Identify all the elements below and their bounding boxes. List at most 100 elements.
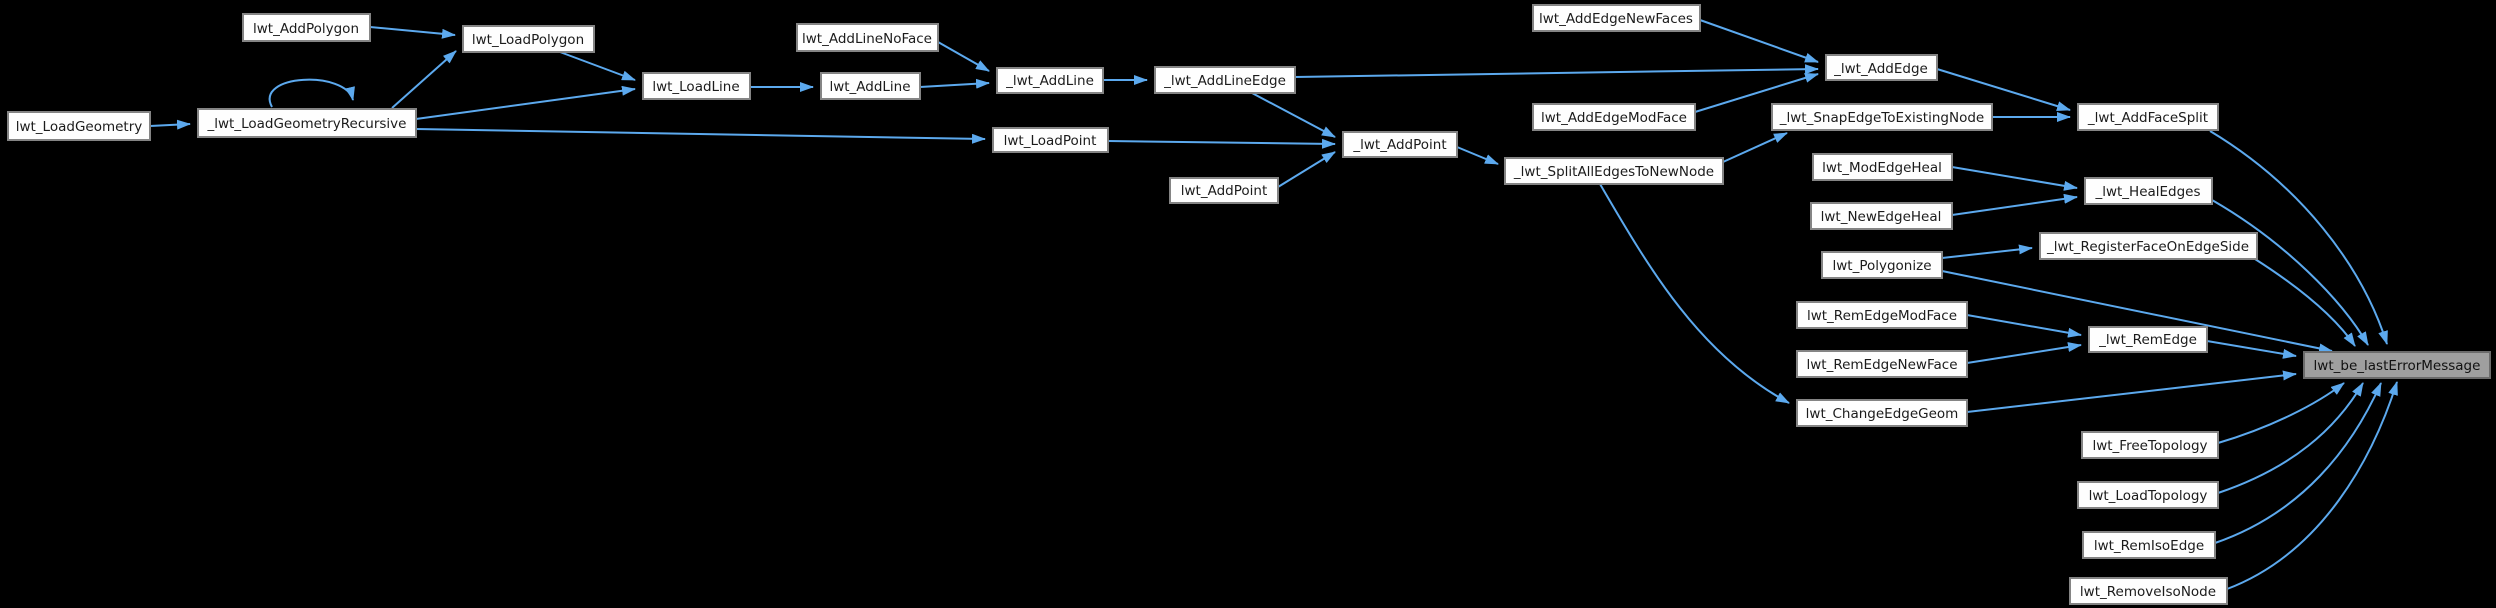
call-edge bbox=[1294, 64, 1819, 78]
call-edge bbox=[1599, 183, 1790, 404]
svg-text:lwt_AddEdgeModFace: lwt_AddEdgeModFace bbox=[1541, 110, 1687, 126]
svg-text:_lwt_AddLine: _lwt_AddLine bbox=[1005, 73, 1094, 89]
svg-text:lwt_ModEdgeHeal: lwt_ModEdgeHeal bbox=[1822, 160, 1942, 176]
node-lwt-snapedgetoexistingnode[interactable]: _lwt_SnapEdgeToExistingNode bbox=[1771, 103, 1993, 131]
call-edge bbox=[2209, 130, 2388, 345]
svg-text:_lwt_AddFaceSplit: _lwt_AddFaceSplit bbox=[2087, 110, 2208, 126]
graph-nodes: lwt_LoadGeometry _lwt_LoadGeometryRecurs… bbox=[7, 4, 2491, 605]
svg-text:lwt_ChangeEdgeGeom: lwt_ChangeEdgeGeom bbox=[1806, 406, 1959, 422]
call-edge bbox=[149, 119, 191, 130]
call-edge bbox=[1941, 270, 2333, 354]
call-edge bbox=[1951, 166, 2078, 191]
svg-text:lwt_NewEdgeHeal: lwt_NewEdgeHeal bbox=[1821, 209, 1942, 225]
svg-text:lwt_be_lastErrorMessage: lwt_be_lastErrorMessage bbox=[2314, 358, 2481, 374]
graph-edges bbox=[149, 19, 2398, 590]
node-lwt-addpolygon[interactable]: lwt_AddPolygon bbox=[242, 13, 371, 42]
svg-text:lwt_AddPolygon: lwt_AddPolygon bbox=[253, 21, 359, 37]
call-edge bbox=[2217, 382, 2345, 444]
svg-text:_lwt_SnapEdgeToExistingNode: _lwt_SnapEdgeToExistingNode bbox=[1779, 110, 1984, 126]
svg-text:lwt_AddEdgeNewFaces: lwt_AddEdgeNewFaces bbox=[1539, 11, 1693, 27]
node-lwt-loadpolygon[interactable]: lwt_LoadPolygon bbox=[462, 25, 595, 53]
node-lwt-addedge-internal[interactable]: _lwt_AddEdge bbox=[1825, 54, 1938, 81]
svg-text:_lwt_AddPoint: _lwt_AddPoint bbox=[1352, 137, 1446, 153]
node-lwt-healedges[interactable]: _lwt_HealEdges bbox=[2084, 177, 2213, 205]
node-lwt-remedgenewface[interactable]: lwt_RemEdgeNewFace bbox=[1796, 350, 1968, 378]
node-lwt-modedgeheal[interactable]: lwt_ModEdgeHeal bbox=[1812, 153, 1953, 181]
svg-text:_lwt_RegisterFaceOnEdgeSide: _lwt_RegisterFaceOnEdgeSide bbox=[2046, 239, 2249, 255]
node-lwt-addpoint[interactable]: lwt_AddPoint bbox=[1169, 177, 1279, 204]
node-lwt-remedge-internal[interactable]: _lwt_RemEdge bbox=[2088, 326, 2208, 353]
node-lwt-splitalledgestonewnode[interactable]: _lwt_SplitAllEdgesToNewNode bbox=[1504, 157, 1724, 185]
svg-text:_lwt_SplitAllEdgesToNewNode: _lwt_SplitAllEdgesToNewNode bbox=[1513, 164, 1714, 180]
node-lwt-loadgeometryrecursive[interactable]: _lwt_LoadGeometryRecursive bbox=[197, 108, 417, 138]
node-lwt-removeisonode[interactable]: lwt_RemoveIsoNode bbox=[2069, 577, 2228, 605]
call-edge bbox=[1694, 73, 1819, 113]
call-edge bbox=[1936, 68, 2071, 111]
node-lwt-addfacesplit[interactable]: _lwt_AddFaceSplit bbox=[2077, 103, 2219, 131]
svg-text:lwt_RemEdgeNewFace: lwt_RemEdgeNewFace bbox=[1806, 357, 1957, 373]
node-lwt-changeedgegeom[interactable]: lwt_ChangeEdgeGeom bbox=[1796, 399, 1968, 427]
node-lwt-addlineedge[interactable]: _lwt_AddLineEdge bbox=[1154, 66, 1296, 94]
call-edge bbox=[1277, 151, 1336, 188]
svg-text:lwt_LoadPoint: lwt_LoadPoint bbox=[1004, 133, 1097, 149]
call-edge bbox=[1966, 314, 2082, 338]
node-lwt-registerfaceonedgeside[interactable]: _lwt_RegisterFaceOnEdgeSide bbox=[2039, 232, 2258, 260]
call-edge bbox=[937, 41, 990, 72]
svg-text:_lwt_AddLineEdge: _lwt_AddLineEdge bbox=[1163, 73, 1286, 89]
call-edge bbox=[369, 26, 456, 39]
node-lwt-addedgenewfaces[interactable]: lwt_AddEdgeNewFaces bbox=[1532, 4, 1701, 32]
node-lwt-addlinenoface[interactable]: lwt_AddLineNoFace bbox=[796, 23, 939, 52]
call-edge bbox=[1251, 92, 1336, 138]
call-edge bbox=[415, 85, 636, 120]
node-lwt-loadpoint[interactable]: lwt_LoadPoint bbox=[992, 127, 1109, 153]
node-lwt-addline-internal[interactable]: _lwt_AddLine bbox=[996, 67, 1104, 94]
call-edge bbox=[1699, 19, 1819, 63]
call-edge bbox=[1941, 244, 2033, 259]
call-edge bbox=[1456, 146, 1499, 165]
svg-text:lwt_RemoveIsoNode: lwt_RemoveIsoNode bbox=[2080, 584, 2216, 600]
svg-text:lwt_AddPoint: lwt_AddPoint bbox=[1181, 183, 1268, 199]
call-edge bbox=[2254, 258, 2356, 347]
call-edge bbox=[1722, 132, 1788, 163]
call-edge bbox=[415, 128, 986, 144]
node-lwt-addpoint-internal[interactable]: _lwt_AddPoint bbox=[1342, 131, 1458, 158]
node-lwt-addedgemodface[interactable]: lwt_AddEdgeModFace bbox=[1532, 103, 1696, 131]
call-edge bbox=[2214, 382, 2382, 544]
svg-text:lwt_FreeTopology: lwt_FreeTopology bbox=[2092, 438, 2207, 454]
call-edge bbox=[2217, 382, 2364, 494]
call-edge bbox=[1107, 138, 1336, 149]
node-lwt-loadtopology[interactable]: lwt_LoadTopology bbox=[2077, 481, 2219, 509]
node-lwt-freetopology[interactable]: lwt_FreeTopology bbox=[2081, 431, 2219, 459]
node-lwt-loadgeometry[interactable]: lwt_LoadGeometry bbox=[7, 111, 151, 141]
svg-text:lwt_RemIsoEdge: lwt_RemIsoEdge bbox=[2094, 538, 2204, 554]
node-lwt-remisoedge[interactable]: lwt_RemIsoEdge bbox=[2082, 531, 2216, 559]
svg-text:lwt_LoadGeometry: lwt_LoadGeometry bbox=[16, 119, 143, 135]
node-lwt-addline[interactable]: lwt_AddLine bbox=[820, 72, 921, 100]
svg-text:lwt_LoadTopology: lwt_LoadTopology bbox=[2089, 488, 2208, 504]
node-lwt-remedgemodface[interactable]: lwt_RemEdgeModFace bbox=[1796, 301, 1968, 329]
svg-text:lwt_RemEdgeModFace: lwt_RemEdgeModFace bbox=[1807, 308, 1957, 324]
svg-text:_lwt_HealEdges: _lwt_HealEdges bbox=[2094, 184, 2200, 200]
call-edge bbox=[559, 51, 636, 81]
svg-text:_lwt_AddEdge: _lwt_AddEdge bbox=[1833, 61, 1928, 77]
svg-text:lwt_LoadPolygon: lwt_LoadPolygon bbox=[472, 32, 584, 48]
call-edge bbox=[2226, 381, 2398, 590]
call-edge-self-loop bbox=[268, 78, 355, 108]
svg-text:lwt_AddLineNoFace: lwt_AddLineNoFace bbox=[802, 31, 932, 47]
svg-text:lwt_Polygonize: lwt_Polygonize bbox=[1832, 258, 1931, 274]
call-edge bbox=[2211, 199, 2369, 346]
call-edge bbox=[391, 50, 457, 109]
node-lwt-newedgeheal[interactable]: lwt_NewEdgeHeal bbox=[1810, 202, 1953, 230]
node-lwt-be-lasterrormessage-highlighted[interactable]: lwt_be_lastErrorMessage bbox=[2303, 351, 2491, 379]
call-edge bbox=[1966, 370, 2297, 413]
svg-text:_lwt_LoadGeometryRecursive: _lwt_LoadGeometryRecursive bbox=[207, 116, 407, 132]
call-edge bbox=[1951, 193, 2078, 216]
node-lwt-polygonize[interactable]: lwt_Polygonize bbox=[1821, 251, 1943, 279]
call-edge bbox=[1966, 342, 2082, 364]
svg-text:lwt_AddLine: lwt_AddLine bbox=[829, 79, 910, 95]
svg-text:lwt_LoadLine: lwt_LoadLine bbox=[652, 79, 739, 95]
svg-text:_lwt_RemEdge: _lwt_RemEdge bbox=[2098, 332, 2197, 348]
node-lwt-loadline[interactable]: lwt_LoadLine bbox=[642, 72, 751, 100]
